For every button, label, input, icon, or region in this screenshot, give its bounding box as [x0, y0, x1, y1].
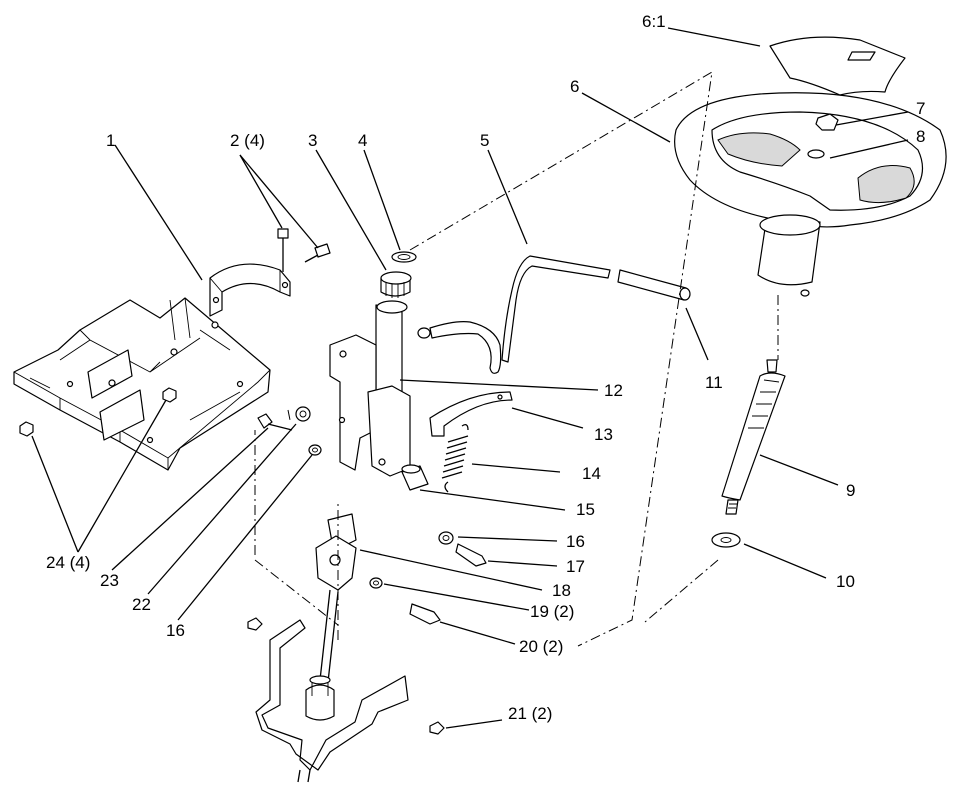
shaft-washer	[711, 532, 741, 548]
pivot-bracket	[429, 391, 513, 437]
lower-mount-bracket	[247, 617, 445, 783]
callout-11: 11	[705, 373, 723, 392]
callout-24: 24 (4)	[46, 553, 90, 572]
tension-spring	[441, 424, 469, 493]
callout-9: 9	[846, 481, 855, 500]
callout-5: 5	[480, 131, 489, 150]
callout-21: 21 (2)	[508, 704, 552, 723]
universal-joint	[315, 513, 357, 683]
callout-7: 7	[916, 99, 925, 118]
column-clamp	[209, 263, 291, 317]
callout-3: 3	[308, 131, 317, 150]
callout-6: 6	[570, 77, 579, 96]
left-hardware	[257, 406, 322, 456]
spacer	[401, 464, 429, 491]
callout-4: 4	[358, 131, 367, 150]
callout-19: 19 (2)	[530, 602, 574, 621]
steering-wheel	[674, 92, 947, 297]
column-bushing	[380, 251, 417, 298]
steering-wheel-cap	[769, 36, 906, 96]
callout-labels: 1 2 (4) 3 4 5 6 6:1 7 8 9 10 11 12 13 14…	[46, 12, 925, 723]
callout-10: 10	[836, 572, 855, 591]
clamp-bolts	[277, 228, 331, 272]
steering-shaft	[721, 359, 786, 515]
callout-22: 22	[132, 595, 151, 614]
leader-lines	[31, 27, 909, 729]
floor-pan-bracket	[13, 297, 271, 471]
callout-17: 17	[566, 557, 585, 576]
steering-column-tube	[329, 300, 411, 477]
callout-1: 1	[106, 131, 115, 150]
callout-8: 8	[916, 127, 925, 146]
right-hardware	[438, 531, 487, 567]
callout-20: 20 (2)	[519, 637, 563, 656]
callout-18: 18	[552, 581, 571, 600]
callout-2: 2 (4)	[230, 131, 265, 150]
callout-12: 12	[604, 381, 623, 400]
callout-16-left: 16	[166, 621, 185, 640]
callout-16-right: 16	[566, 532, 585, 551]
callout-6-1: 6:1	[642, 12, 666, 31]
lever-grip	[617, 269, 691, 301]
callout-13: 13	[594, 425, 613, 444]
tilt-lever	[417, 255, 611, 374]
callout-15: 15	[576, 500, 595, 519]
callout-23: 23	[100, 571, 119, 590]
pivot-bolts	[369, 577, 441, 625]
assembly-centerlines	[254, 71, 779, 647]
callout-14: 14	[582, 464, 601, 483]
